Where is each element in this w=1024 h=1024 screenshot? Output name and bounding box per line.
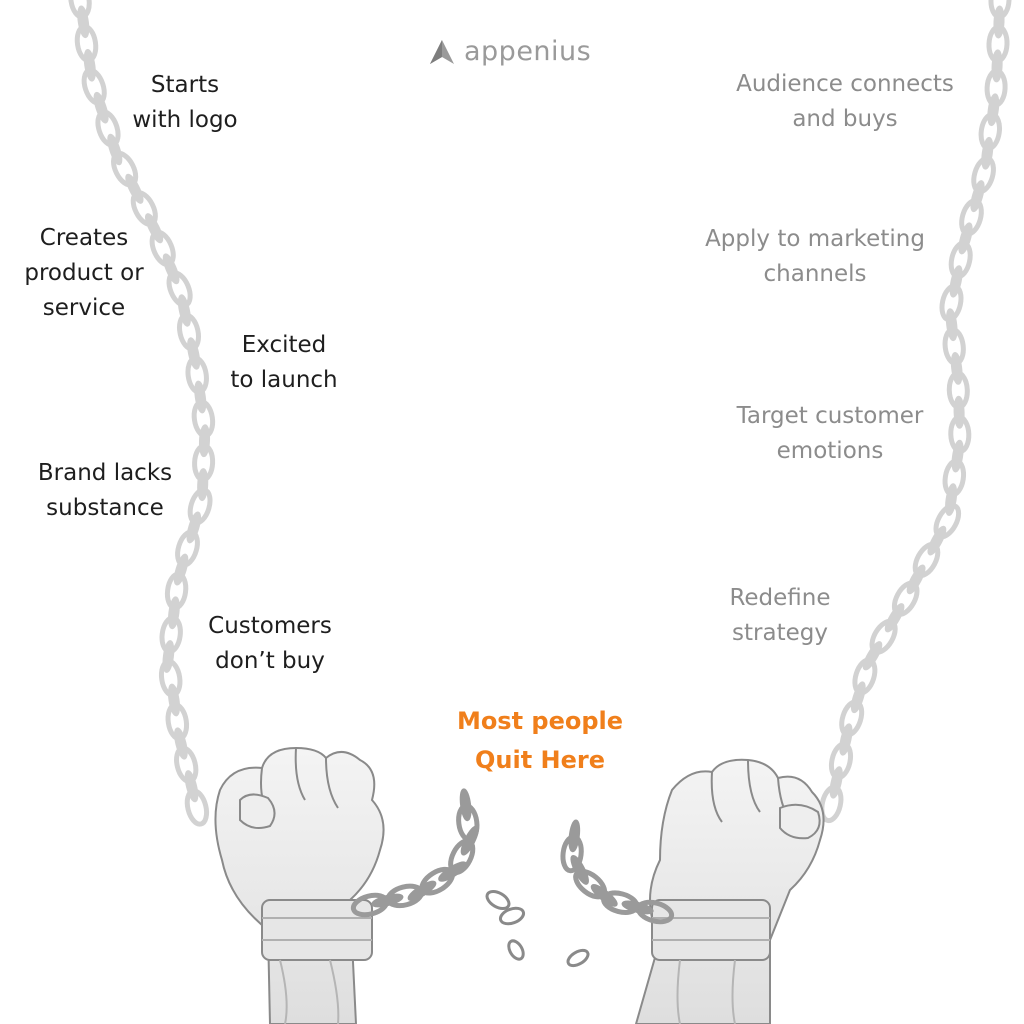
a-mark-icon (430, 39, 454, 64)
chain-link (927, 525, 947, 556)
chain-link (197, 468, 209, 502)
step-starts-with-logo: Starts with logo (132, 72, 238, 133)
broken-chain-right (560, 819, 675, 925)
brand-name: appenius (464, 36, 592, 67)
step-audience-connects: Audience connects and buys (736, 71, 954, 132)
step-brand-lacks-substance: Brand lacks substance (37, 460, 173, 521)
quit-here-callout: Most people Quit Here (456, 707, 624, 774)
chain-link (570, 854, 589, 885)
chain-link (184, 770, 199, 803)
chain-link (173, 553, 189, 586)
left-chain (68, 0, 216, 827)
chain-link (144, 213, 164, 244)
right-chain (819, 0, 1012, 824)
broken-chain-left (350, 788, 480, 918)
step-customers-dont-buy: Customers don’t buy (208, 613, 332, 674)
left-fist-icon (214, 746, 385, 1024)
chain-link (184, 788, 210, 827)
chain-link (953, 395, 965, 429)
chain-link (174, 727, 188, 760)
chain-link (177, 294, 191, 327)
step-apply-to-channels: Apply to marketing channels (705, 226, 925, 287)
chain-link (107, 133, 123, 166)
chain-fragments (485, 889, 590, 968)
chain-link (884, 603, 905, 633)
chain-link (829, 766, 843, 799)
chain-link (198, 424, 211, 458)
chain-link (819, 784, 844, 824)
chain-link (568, 819, 581, 853)
step-excited-to-launch: Excited to launch (230, 332, 338, 393)
chain-link (949, 265, 963, 298)
step-creates-product: Creates product or service (24, 225, 144, 321)
chain-link (906, 564, 926, 595)
chain-link (862, 641, 883, 671)
chain-link (850, 681, 866, 714)
chain-link (162, 253, 180, 285)
step-redefine-strategy: Redefine strategy (729, 585, 831, 646)
right-fist-icon (634, 758, 825, 1024)
chain-link (970, 180, 985, 213)
step-target-emotions: Target customer emotions (736, 403, 924, 464)
chain-link (459, 788, 472, 822)
chain-link (186, 511, 202, 544)
chain-link (839, 723, 853, 756)
chain-link (93, 91, 109, 124)
chain-link (125, 173, 144, 204)
brand-logo: appenius (428, 36, 591, 67)
